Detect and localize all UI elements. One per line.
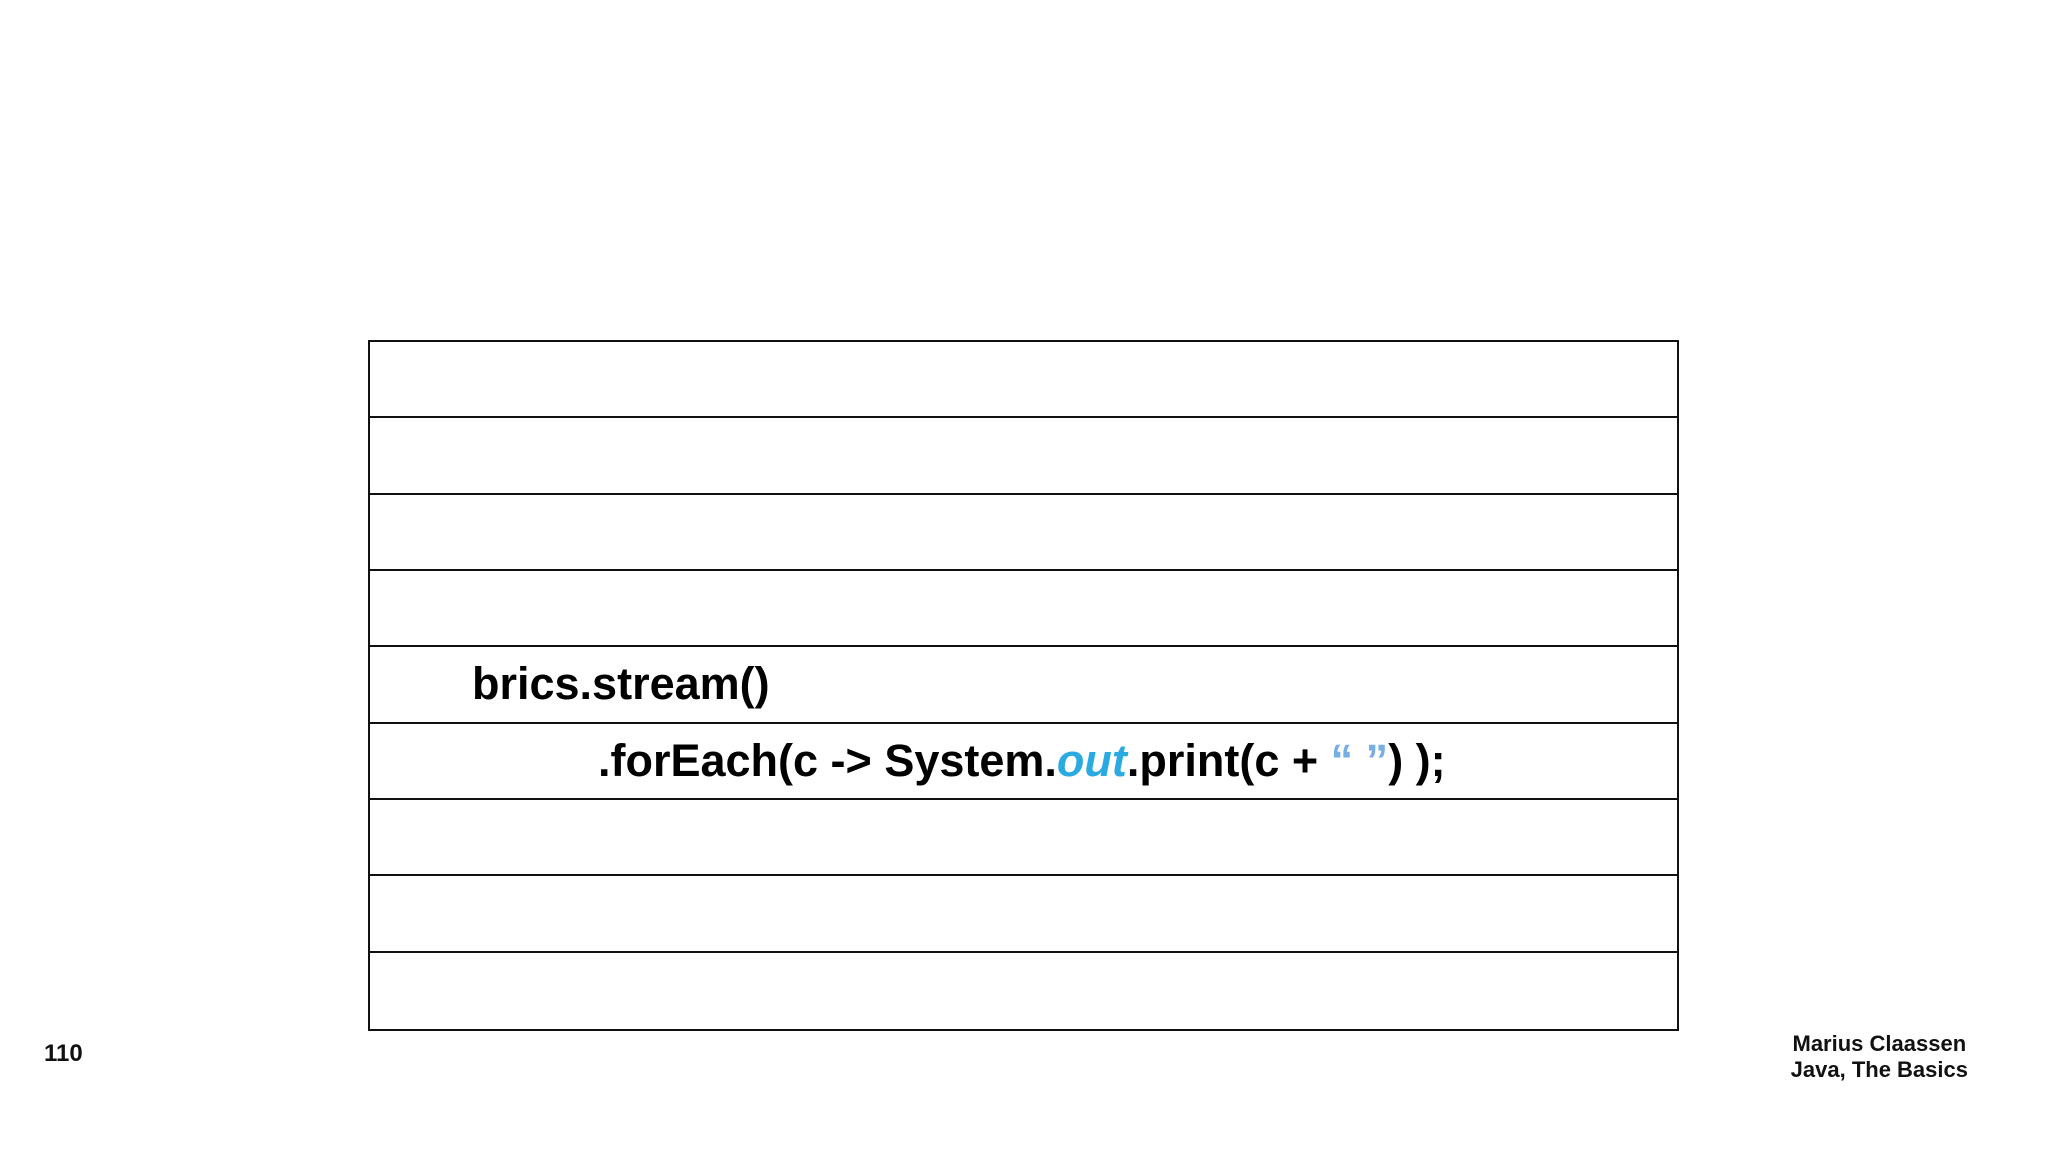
table-row-code-foreach: .forEach(c -> System. out .print(c + “ ”…	[370, 724, 1677, 800]
footer-course: Java, The Basics	[1790, 1056, 1968, 1082]
table-row	[370, 800, 1677, 877]
code-string-literal: “ ”	[1330, 734, 1389, 786]
code-table: brics.stream() .forEach(c -> System. out…	[368, 340, 1679, 1031]
page-number: 110	[44, 1040, 83, 1067]
code-text: brics.stream()	[472, 658, 770, 710]
table-row	[370, 571, 1677, 648]
table-row	[370, 953, 1677, 1029]
table-row-code-stream: brics.stream()	[370, 647, 1677, 724]
code-text: ) );	[1388, 734, 1446, 786]
code-text: .print(c +	[1126, 734, 1331, 786]
table-row	[370, 418, 1677, 495]
table-row	[370, 876, 1677, 953]
table-row	[370, 495, 1677, 571]
footer-author: Marius Claassen	[1792, 1031, 1967, 1056]
code-field-out: out	[1056, 734, 1127, 786]
code-text: .forEach(c -> System.	[598, 734, 1057, 786]
footer-attribution: Marius Claassen Java, The Basics	[1791, 1031, 1968, 1083]
table-row	[370, 342, 1677, 419]
